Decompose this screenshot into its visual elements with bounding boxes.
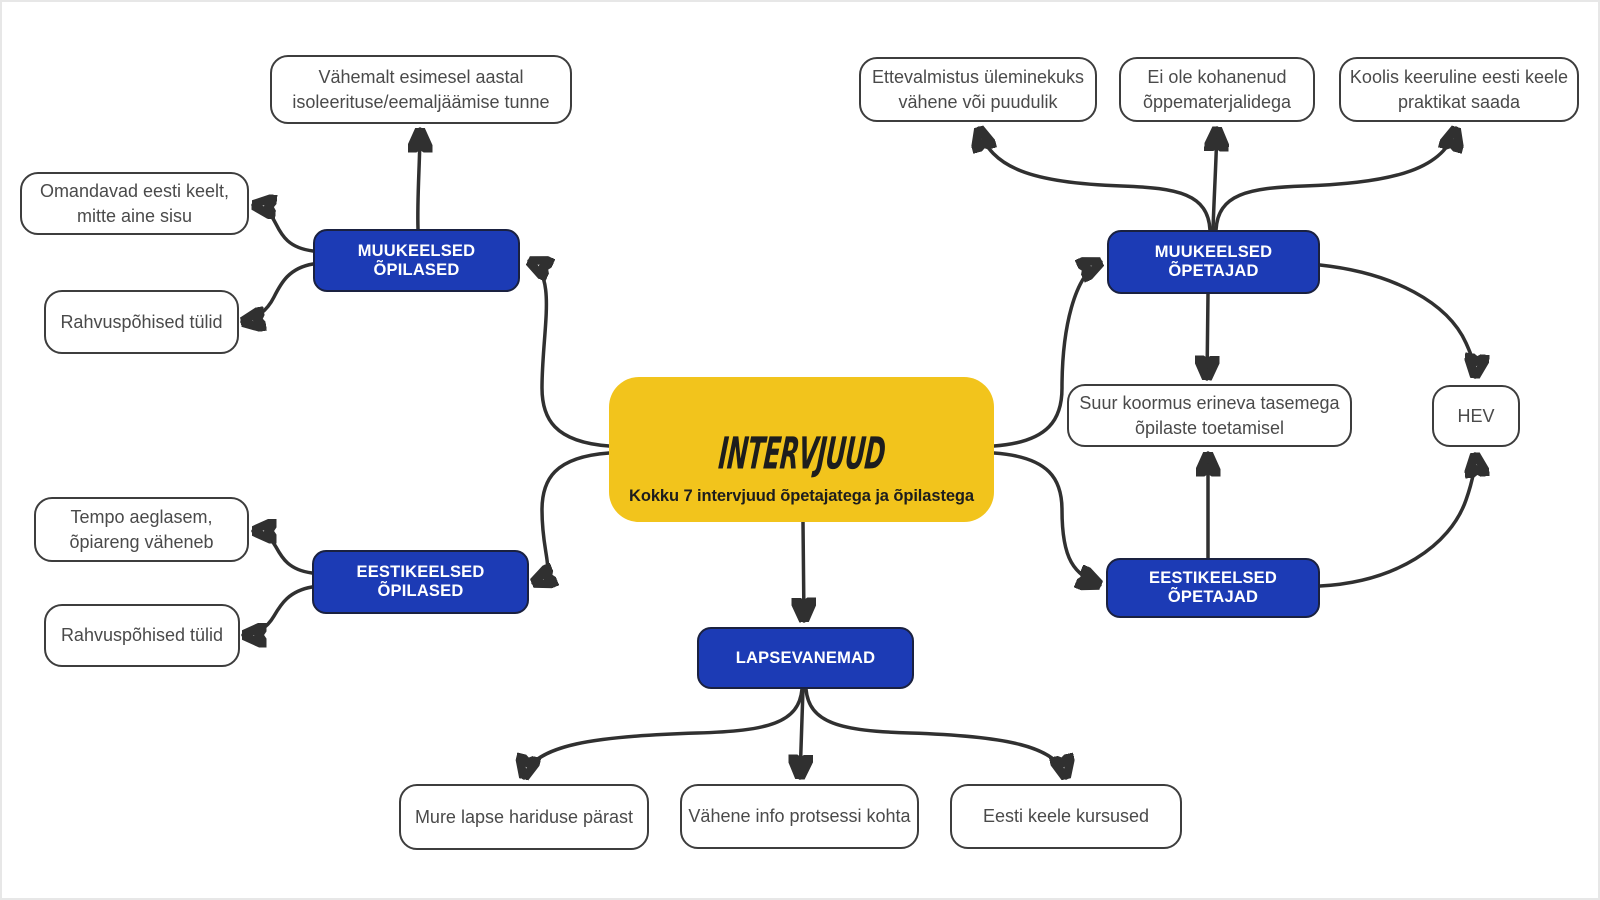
edge-eestikeelsed-opetajad-hev bbox=[1318, 454, 1475, 588]
edge-center-eestikeelsed-opilased bbox=[533, 451, 611, 583]
topic-label: MUUKEELSED ÕPETAJAD bbox=[1154, 243, 1273, 280]
edge-center-muukeelsed-opetajad bbox=[992, 262, 1101, 448]
topic-label: LAPSEVANEMAD bbox=[735, 648, 876, 667]
topic-label: MUUKEELSED ÕPILASED bbox=[357, 241, 476, 279]
node-vahene-info[interactable]: Vähene info protsessi kohta bbox=[680, 784, 919, 849]
node-mure-lapse-hariduse[interactable]: Mure lapse hariduse pärast bbox=[399, 784, 649, 850]
node-praktikat-saada[interactable]: Koolis keeruline eesti keele praktikat s… bbox=[1339, 57, 1579, 122]
node-rahvuspohised-tylid-1[interactable]: Rahvuspõhised tülid bbox=[44, 290, 239, 354]
node-isoleerituse-tunne[interactable]: Vähemalt esimesel aastal isoleerituse/ee… bbox=[270, 55, 572, 124]
node-muukeelsed-opetajad[interactable]: MUUKEELSED ÕPETAJAD bbox=[1107, 230, 1320, 294]
node-omandavad-eesti-keelt[interactable]: Omandavad eesti keelt, mitte aine sisu bbox=[20, 172, 249, 235]
edge-muukeelsed-opetajad-praktika bbox=[1214, 128, 1456, 232]
node-tempo-aeglasem[interactable]: Tempo aeglasem, õpiareng väheneb bbox=[34, 497, 249, 562]
node-label: Omandavad eesti keelt, mitte aine sisu bbox=[39, 180, 230, 226]
edge-center-lapsevanemad bbox=[803, 520, 804, 623]
node-eestikeelsed-opetajad[interactable]: EESTIKEELSED ÕPETAJAD bbox=[1106, 558, 1320, 618]
node-suur-koormus[interactable]: Suur koormus erineva tasemega õpilaste t… bbox=[1067, 384, 1352, 447]
node-label: Suur koormus erineva tasemega õpilaste t… bbox=[1079, 392, 1340, 438]
node-eestikeelsed-opilased[interactable]: EESTIKEELSED ÕPILASED bbox=[312, 550, 529, 614]
edge-lapsevanemad-kursused bbox=[804, 687, 1066, 778]
node-lapsevanemad[interactable]: LAPSEVANEMAD bbox=[697, 627, 914, 689]
edge-lapsevanemad-info bbox=[800, 687, 803, 780]
node-ettevalmistus[interactable]: Ettevalmistus üleminekuks vähene või puu… bbox=[859, 57, 1097, 122]
edge-muukeelsed-opilased-omandavad bbox=[253, 205, 315, 253]
edge-muukeelsed-opetajad-hev bbox=[1318, 263, 1475, 377]
node-label: Vähemalt esimesel aastal isoleerituse/ee… bbox=[292, 66, 550, 112]
node-label: Mure lapse hariduse pärast bbox=[414, 806, 634, 827]
edge-muukeelsed-opilased-isoleeritus bbox=[418, 127, 420, 231]
node-label: Rahvuspõhised tülid bbox=[60, 311, 223, 332]
edge-muukeelsed-opetajad-koormus bbox=[1207, 292, 1208, 381]
node-label: Rahvuspõhised tülid bbox=[60, 625, 224, 645]
node-label: HEV bbox=[1457, 405, 1495, 426]
edge-center-muukeelsed-opilased bbox=[529, 261, 611, 448]
node-label: Ettevalmistus üleminekuks vähene või puu… bbox=[871, 66, 1085, 112]
edge-lapsevanemad-mure bbox=[524, 687, 804, 778]
node-label: Koolis keeruline eesti keele praktikat s… bbox=[1349, 66, 1569, 112]
edge-eestikeelsed-opilased-tempo bbox=[251, 531, 314, 575]
edge-eestikeelsed-opilased-rahvus-tylid-2 bbox=[241, 585, 314, 635]
node-muukeelsed-opilased[interactable]: MUUKEELSED ÕPILASED bbox=[313, 229, 520, 292]
node-label: Ei ole kohanenud õppematerjalidega bbox=[1142, 66, 1292, 112]
node-rahvuspohised-tylid-2[interactable]: Rahvuspõhised tülid bbox=[44, 604, 240, 667]
center-subtitle: Kokku 7 intervjuud õpetajatega ja õpilas… bbox=[629, 487, 974, 505]
edge-muukeelsed-opetajad-ettevalmistus bbox=[979, 128, 1212, 232]
node-label: Vähene info protsessi kohta bbox=[688, 806, 911, 826]
node-ei-ole-kohanenud[interactable]: Ei ole kohanenud õppematerjalidega bbox=[1119, 57, 1315, 122]
node-hev[interactable]: HEV bbox=[1432, 385, 1520, 447]
node-eesti-keele-kursused[interactable]: Eesti keele kursused bbox=[950, 784, 1182, 849]
node-label: Eesti keele kursused bbox=[982, 806, 1150, 826]
edge-muukeelsed-opetajad-kohanemine bbox=[1213, 126, 1217, 232]
node-intervjuud-center[interactable]: INTERVJUUD Kokku 7 intervjuud õpetajateg… bbox=[609, 377, 994, 522]
node-label: Tempo aeglasem, õpiareng väheneb bbox=[69, 506, 214, 552]
topic-label: EESTIKEELSED ÕPETAJAD bbox=[1148, 569, 1277, 606]
edge-center-eestikeelsed-opetajad bbox=[992, 451, 1100, 585]
edge-muukeelsed-opilased-rahvus-tylid-1 bbox=[242, 262, 315, 322]
center-title: INTERVJUUD bbox=[716, 428, 887, 480]
topic-label: EESTIKEELSED ÕPILASED bbox=[356, 563, 485, 600]
